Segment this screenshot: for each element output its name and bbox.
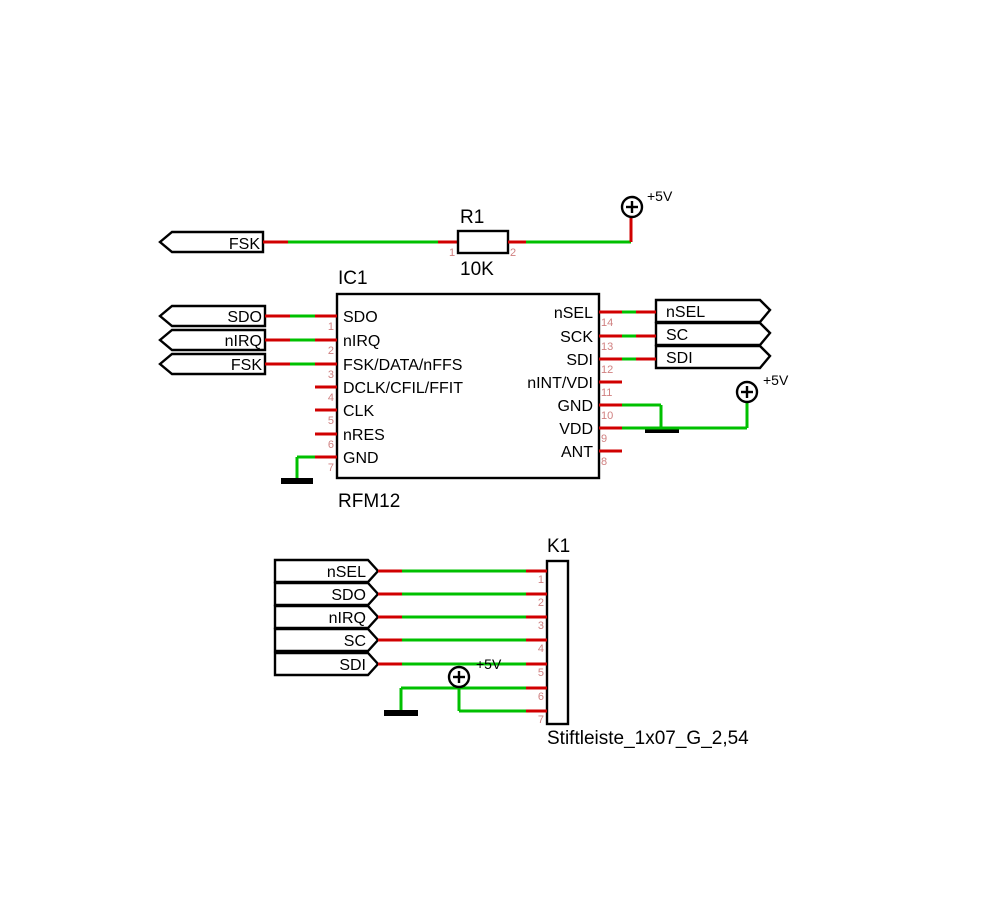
flag-nsel-ic-label: nSEL	[666, 304, 705, 321]
flag-nsel-k1	[273, 558, 380, 584]
flag-sc-ic-label: SC	[666, 327, 688, 344]
resistor-name: R1	[460, 207, 484, 228]
ic-pin-num-10: 10	[601, 410, 613, 422]
ic-pin-num-3: 3	[328, 369, 334, 381]
ic-pin-label-fsk: FSK/DATA/nFFS	[343, 357, 462, 374]
vcc-label-k1: +5V	[476, 656, 502, 672]
vcc-label-ic: +5V	[763, 372, 789, 388]
resistor-pin2: 2	[510, 247, 516, 259]
ic-pin-num-12: 12	[601, 364, 613, 376]
header-part: Stiftleiste_1x07_G_2,54	[547, 728, 749, 749]
ic-pin-label-sck: SCK	[560, 329, 593, 346]
ic-pin-num-4: 4	[328, 392, 334, 404]
ic-pin-label-nirq: nIRQ	[343, 333, 380, 350]
flag-sdo-ic-label: SDO	[227, 309, 262, 326]
flag-sdi-k1-label: SDI	[339, 657, 366, 674]
ic-pin-num-13: 13	[601, 341, 613, 353]
k1-section: K1 Stiftleiste_1x07_G_2,54 1 2 3 4 5 6 7…	[273, 536, 749, 749]
header-pin-num-2: 2	[538, 597, 544, 609]
ic-pin-label-dclk: DCLK/CFIL/FFIT	[343, 380, 463, 397]
ic-pin-label-nsel: nSEL	[554, 305, 593, 322]
resistor-value: 10K	[460, 259, 494, 280]
resistor-pin1: 1	[449, 247, 455, 259]
ic-pin-label-gnd-left: GND	[343, 450, 379, 467]
flag-nirq-k1-label: nIRQ	[329, 610, 366, 627]
flag-sdi-k1	[273, 651, 380, 677]
flag-sdo-k1-label: SDO	[331, 587, 366, 604]
flag-sc-ic	[654, 321, 772, 347]
fsk-flag-top-label: FSK	[229, 236, 260, 253]
ic-pin-label-nint: nINT/VDI	[527, 375, 593, 392]
header-pin-num-5: 5	[538, 667, 544, 679]
flag-nirq-k1	[273, 604, 380, 630]
r1-section: FSK R1 10K 1 2 +5V	[158, 188, 673, 280]
ic-pin-num-6: 6	[328, 439, 334, 451]
header-pin-num-1: 1	[538, 574, 544, 586]
flag-nsel-k1-label: nSEL	[327, 564, 366, 581]
header-pin-num-3: 3	[538, 620, 544, 632]
ic-pin-num-1: 1	[328, 321, 334, 333]
ic-pin-num-8: 8	[601, 456, 607, 468]
ic-pin-label-nres: nRES	[343, 427, 385, 444]
ic-pin-label-gnd-right: GND	[557, 398, 593, 415]
flag-nsel-ic	[654, 298, 772, 324]
ic-pin-num-2: 2	[328, 345, 334, 357]
flag-nirq-ic-label: nIRQ	[225, 333, 262, 350]
ic-pin-label-vdd: VDD	[559, 421, 593, 438]
ic-pin-label-clk: CLK	[343, 403, 374, 420]
ic-pin-label-sdi: SDI	[566, 352, 593, 369]
ic-pin-num-11: 11	[601, 387, 612, 399]
resistor-r1	[456, 229, 510, 255]
ic-pin-num-5: 5	[328, 415, 334, 427]
flag-sdi-ic-label: SDI	[666, 350, 693, 367]
ic-pin-label-ant: ANT	[561, 444, 593, 461]
ic-pin-label-sdo: SDO	[343, 309, 378, 326]
flag-sdi-ic	[654, 344, 772, 370]
ic-pin-num-9: 9	[601, 433, 607, 445]
header-pin-num-6: 6	[538, 691, 544, 703]
ic1-section: IC1 RFM12 SDO nIRQ FSK/DATA/nFFS DCLK/CF…	[158, 268, 789, 512]
flag-fsk-ic-label: FSK	[231, 357, 262, 374]
vcc-symbol-k1	[447, 665, 471, 689]
header-pin-num-4: 4	[538, 643, 544, 655]
vcc-symbol-r1	[620, 195, 644, 219]
ic-pin-num-14: 14	[601, 317, 613, 329]
ic-name: IC1	[338, 268, 368, 289]
header-body	[545, 559, 570, 726]
ic-pin-num-7: 7	[328, 462, 334, 474]
flag-sc-k1-label: SC	[344, 633, 366, 650]
vcc-label-r1: +5V	[647, 188, 673, 204]
flag-sc-k1	[273, 627, 380, 653]
header-name: K1	[547, 536, 570, 557]
flag-sdo-k1	[273, 581, 380, 607]
header-pin-num-7: 7	[538, 714, 544, 726]
ic-part: RFM12	[338, 491, 400, 512]
vcc-symbol-ic	[735, 380, 759, 404]
